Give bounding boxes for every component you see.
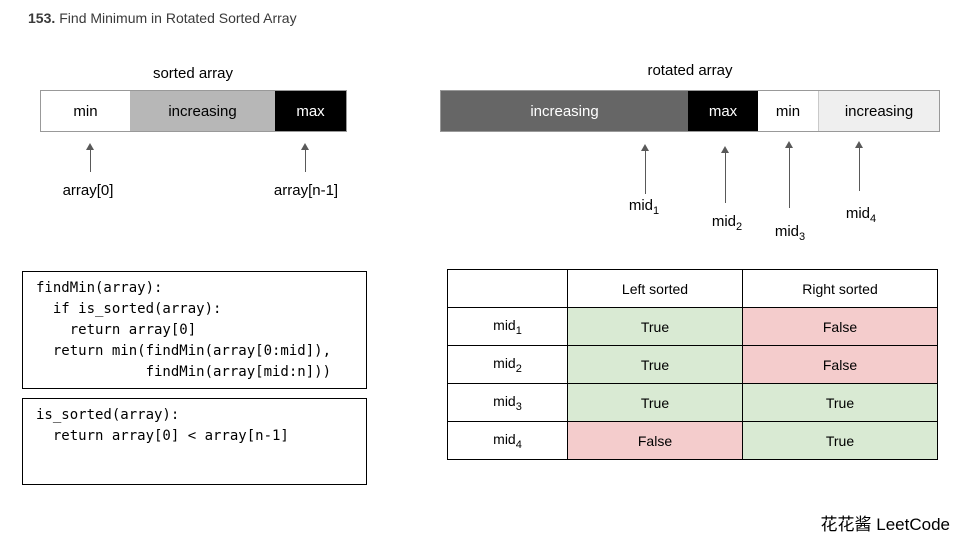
mid-label-sub: 4 [870, 213, 877, 225]
mid-label-base: mid [493, 316, 516, 333]
mid-label-base: mid [774, 223, 800, 240]
table-row-mid4: mid4 False True [447, 421, 938, 460]
issorted-code-block: is_sorted(array): return array[0] < arra… [22, 398, 367, 485]
mid3-label: mid3 [760, 223, 820, 243]
table-row-mid1: mid1 True False [447, 307, 938, 346]
table-header-row: Left sorted Right sorted [447, 269, 938, 308]
row-label: mid4 [447, 421, 568, 460]
mid-label-base: mid [628, 197, 654, 214]
mid-label-base: mid [845, 205, 871, 222]
mid4-label: mid4 [831, 205, 891, 225]
cell-mid1-right: False [742, 307, 938, 346]
cell-mid4-right: True [742, 421, 938, 460]
pointer-label-arrayn1: array[n-1] [273, 182, 339, 199]
mid-label-sub: 1 [515, 324, 522, 337]
page-title: 153.Find Minimum in Rotated Sorted Array [28, 10, 297, 26]
segment-min: min [758, 91, 818, 131]
cell-mid3-left: True [567, 383, 743, 422]
up-arrow-icon [86, 143, 95, 172]
sorted-array-caption: sorted array [152, 65, 234, 82]
watermark: 花花酱 LeetCode [820, 515, 950, 534]
arrow-head-icon [721, 146, 729, 153]
mid2-arrow-icon [721, 146, 730, 203]
sorted-array-bar: min increasing max [40, 90, 347, 132]
table-header-right-sorted: Right sorted [742, 269, 938, 308]
arrow-stem [645, 150, 646, 194]
cell-mid1-left: True [567, 307, 743, 346]
mid1-label: mid1 [614, 197, 674, 217]
arrow-stem [859, 147, 860, 191]
arrow-head-icon [86, 143, 94, 150]
segment-increasing: increasing [130, 91, 275, 131]
table-header-empty [447, 269, 568, 308]
problem-name: Find Minimum in Rotated Sorted Array [59, 10, 297, 26]
issorted-code: is_sorted(array): return array[0] < arra… [36, 407, 289, 444]
cell-mid2-left: True [567, 345, 743, 384]
problem-number: 153. [28, 10, 56, 26]
segment-min: min [41, 91, 130, 131]
mid-label-sub: 4 [515, 438, 522, 451]
rotated-array-caption: rotated array [647, 62, 733, 79]
arrow-head-icon [641, 144, 649, 151]
cell-mid3-right: True [742, 383, 938, 422]
mid-label-sub: 3 [799, 231, 806, 243]
segment-max: max [688, 91, 758, 131]
table-row-mid3: mid3 True True [447, 383, 938, 422]
mid-label-base: mid [493, 392, 516, 409]
segment-increasing-left: increasing [441, 91, 688, 131]
table-header-left-sorted: Left sorted [567, 269, 743, 308]
mid-label-base: mid [711, 213, 737, 230]
row-label: mid2 [447, 345, 568, 384]
mid-label-base: mid [493, 354, 516, 371]
mid4-arrow-icon [855, 141, 864, 191]
segment-max: max [275, 91, 346, 131]
arrow-head-icon [855, 141, 863, 148]
mid3-arrow-icon [785, 141, 794, 208]
cell-mid4-left: False [567, 421, 743, 460]
row-label: mid1 [447, 307, 568, 346]
rotated-array-bar: increasing max min increasing [440, 90, 940, 132]
arrow-stem [305, 149, 306, 172]
mid-label-sub: 2 [736, 221, 743, 233]
segment-increasing-right: increasing [818, 91, 939, 131]
mid-label-base: mid [493, 430, 516, 447]
findmin-code-block: findMin(array): if is_sorted(array): ret… [22, 271, 367, 389]
arrow-head-icon [301, 143, 309, 150]
pointer-label-array0: array[0] [62, 182, 114, 199]
mid-label-sub: 3 [515, 400, 522, 413]
up-arrow-icon [301, 143, 310, 172]
cell-mid2-right: False [742, 345, 938, 384]
mid1-arrow-icon [641, 144, 650, 194]
arrow-stem [725, 152, 726, 203]
mid2-label: mid2 [697, 213, 757, 233]
mid-label-sub: 1 [653, 205, 660, 217]
mid-label-sub: 2 [515, 362, 522, 375]
findmin-code: findMin(array): if is_sorted(array): ret… [36, 280, 332, 380]
table-row-mid2: mid2 True False [447, 345, 938, 384]
arrow-stem [789, 147, 790, 208]
arrow-head-icon [785, 141, 793, 148]
arrow-stem [90, 149, 91, 172]
sorted-truth-table: Left sorted Right sorted mid1 True False… [447, 269, 938, 460]
row-label: mid3 [447, 383, 568, 422]
